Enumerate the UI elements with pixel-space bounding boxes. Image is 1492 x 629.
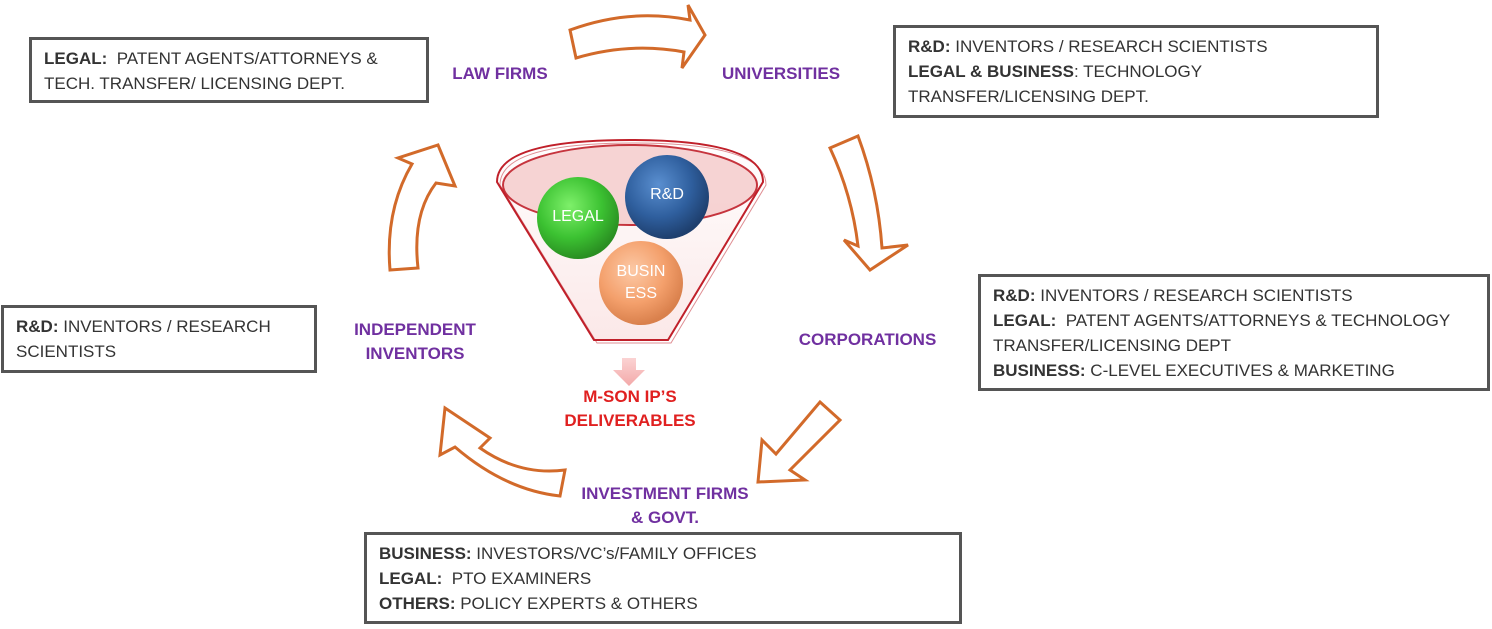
box-line-text: PTO EXAMINERS (442, 569, 592, 588)
box-line: R&D: INVENTORS / RESEARCH SCIENTISTS (993, 283, 1475, 308)
node-universities: UNIVERSITIES (721, 64, 841, 83)
box-line: LEGAL: PATENT AGENTS/ATTORNEYS & TECHNOL… (993, 308, 1475, 333)
arrow-corporations-to-investment (756, 399, 843, 484)
box-line: OTHERS: POLICY EXPERTS & OTHERS (379, 591, 947, 616)
box-line-text: POLICY EXPERTS & OTHERS (455, 594, 698, 613)
box-line: LEGAL: PATENT AGENTS/ATTORNEYS & (44, 46, 414, 71)
box-line-text: : TECHNOLOGY (1073, 62, 1203, 81)
box-line: TECH. TRANSFER/ LICENSING DEPT. (44, 71, 414, 96)
box-law-firms: LEGAL: PATENT AGENTS/ATTORNEYS & TECH. TR… (29, 37, 429, 103)
node-law-firms: LAW FIRMS (452, 64, 548, 83)
box-line: BUSINESS: INVESTORS/VC’s/FAMILY OFFICES (379, 541, 947, 566)
box-line-text: TRANSFER/LICENSING DEPT (993, 336, 1232, 355)
box-line-text: TRANSFER/LICENSING DEPT. (908, 87, 1149, 106)
box-line-text: PATENT AGENTS/ATTORNEYS & (107, 49, 378, 68)
box-line: LEGAL & BUSINESS: TECHNOLOGY (908, 59, 1364, 84)
business-circle-label: BUSIN ESS (616, 263, 666, 302)
box-line-label: R&D: (993, 286, 1036, 305)
arrow-independent-to-lawfirms (387, 143, 458, 272)
box-line-label: OTHERS: (379, 594, 456, 613)
box-line-label: LEGAL: (993, 311, 1057, 330)
deliverables-label: M-SON IP’S DELIVERABLES (564, 387, 696, 430)
rd-circle-label: R&D (650, 186, 684, 203)
box-line-text: PATENT AGENTS/ATTORNEYS & TECHNOLOGY (1056, 311, 1451, 330)
legal-circle-label: LEGAL (552, 208, 604, 225)
box-line: LEGAL: PTO EXAMINERS (379, 566, 947, 591)
box-line-label: R&D: (908, 37, 951, 56)
box-line-label: LEGAL: (44, 49, 108, 68)
box-line: R&D: INVENTORS / RESEARCH SCIENTISTS (908, 34, 1364, 59)
arrow-lawfirms-to-universities (568, 4, 707, 69)
node-independent-inventors: INDEPENDENT INVENTORS (354, 320, 476, 363)
deliverables-down-arrow (613, 358, 645, 386)
box-line-label: BUSINESS: (993, 361, 1086, 380)
box-line: TRANSFER/LICENSING DEPT (993, 333, 1475, 358)
box-line: TRANSFER/LICENSING DEPT. (908, 84, 1364, 109)
node-corporations: CORPORATIONS (798, 330, 937, 349)
box-line-text: INVENTORS / RESEARCH SCIENTISTS (950, 37, 1268, 56)
box-line-text: SCIENTISTS (16, 342, 117, 361)
box-line-text: INVENTORS / RESEARCH SCIENTISTS (1035, 286, 1353, 305)
box-line-label: R&D: (16, 317, 59, 336)
box-line-text: C-LEVEL EXECUTIVES & MARKETING (1085, 361, 1395, 380)
box-line-text: TECH. TRANSFER/ LICENSING DEPT. (44, 74, 346, 93)
box-line-text: INVESTORS/VC’s/FAMILY OFFICES (471, 544, 757, 563)
box-line-label: LEGAL & BUSINESS (908, 62, 1074, 81)
arrow-investment-to-independent (438, 405, 567, 498)
box-line: SCIENTISTS (16, 339, 302, 364)
box-line-text: INVENTORS / RESEARCH (58, 317, 271, 336)
legal-circle (537, 177, 619, 259)
box-line-label: LEGAL: (379, 569, 443, 588)
node-investment-firms: INVESTMENT FIRMS & GOVT. (581, 484, 749, 527)
arrow-universities-to-corporations (827, 133, 909, 272)
box-line: BUSINESS: C-LEVEL EXECUTIVES & MARKETING (993, 358, 1475, 383)
box-line-label: BUSINESS: (379, 544, 472, 563)
box-independent: R&D: INVENTORS / RESEARCH SCIENTISTS (1, 305, 317, 373)
rd-circle (625, 155, 709, 239)
business-circle (599, 241, 683, 325)
box-line: R&D: INVENTORS / RESEARCH (16, 314, 302, 339)
